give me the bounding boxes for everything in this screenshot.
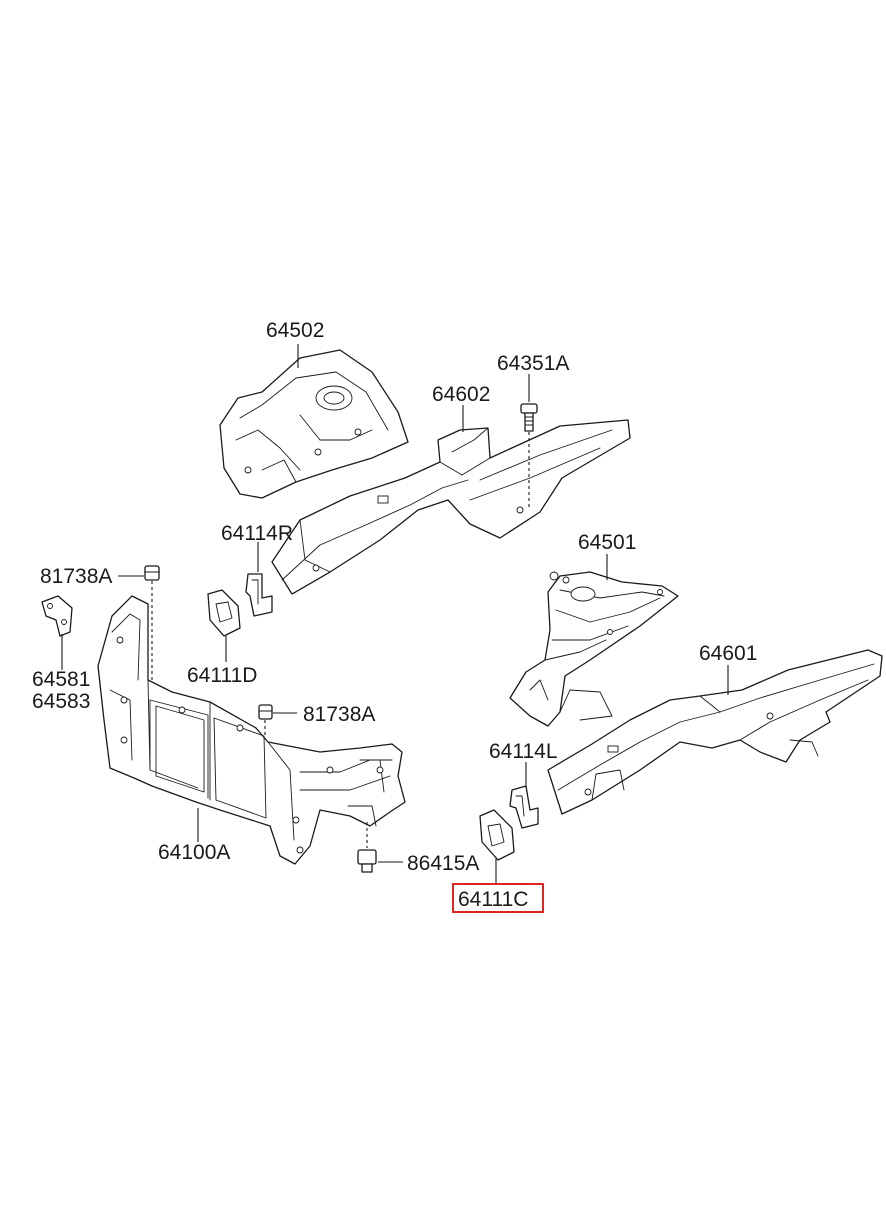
part-side-member-64602[interactable] [271,419,631,595]
part-side-member-64601[interactable] [547,649,883,815]
part-bolt-64351A[interactable] [520,403,538,432]
part-clip-81738A-top[interactable] [144,565,160,581]
callout-64111D: 64111D [187,664,257,687]
callout-64111C[interactable]: 64111C [458,888,528,911]
part-plate-64111D[interactable] [207,589,241,637]
highlight-box-64111C[interactable] [452,883,544,913]
callout-64581: 64581 [32,668,90,691]
callout-64114L: 64114L [489,740,558,763]
part-clip-81738A-mid[interactable] [258,704,273,720]
callout-64100A: 64100A [158,841,230,864]
part-plate-64111C[interactable] [479,809,515,861]
callout-81738A-top: 81738A [40,565,112,588]
callout-64502: 64502 [266,319,324,342]
callout-81738A-mid: 81738A [303,703,375,726]
callout-64351A: 64351A [497,352,569,375]
callout-86415A: 86415A [407,852,479,875]
callout-64583: 64583 [32,690,90,713]
part-wheel-housing-64502[interactable] [219,349,409,499]
part-bracket-64114R[interactable] [245,573,273,617]
callout-64114R: 64114R [221,522,293,545]
callout-64501: 64501 [578,531,636,554]
callout-64602: 64602 [432,383,490,406]
callout-64601: 64601 [699,642,757,665]
part-carrier-64100A[interactable] [97,595,406,865]
part-bracket-64114L[interactable] [509,785,539,829]
part-wheel-housing-64501[interactable] [509,571,679,727]
part-grommet-86415A[interactable] [357,849,377,873]
part-bracket-64581[interactable] [41,595,73,637]
